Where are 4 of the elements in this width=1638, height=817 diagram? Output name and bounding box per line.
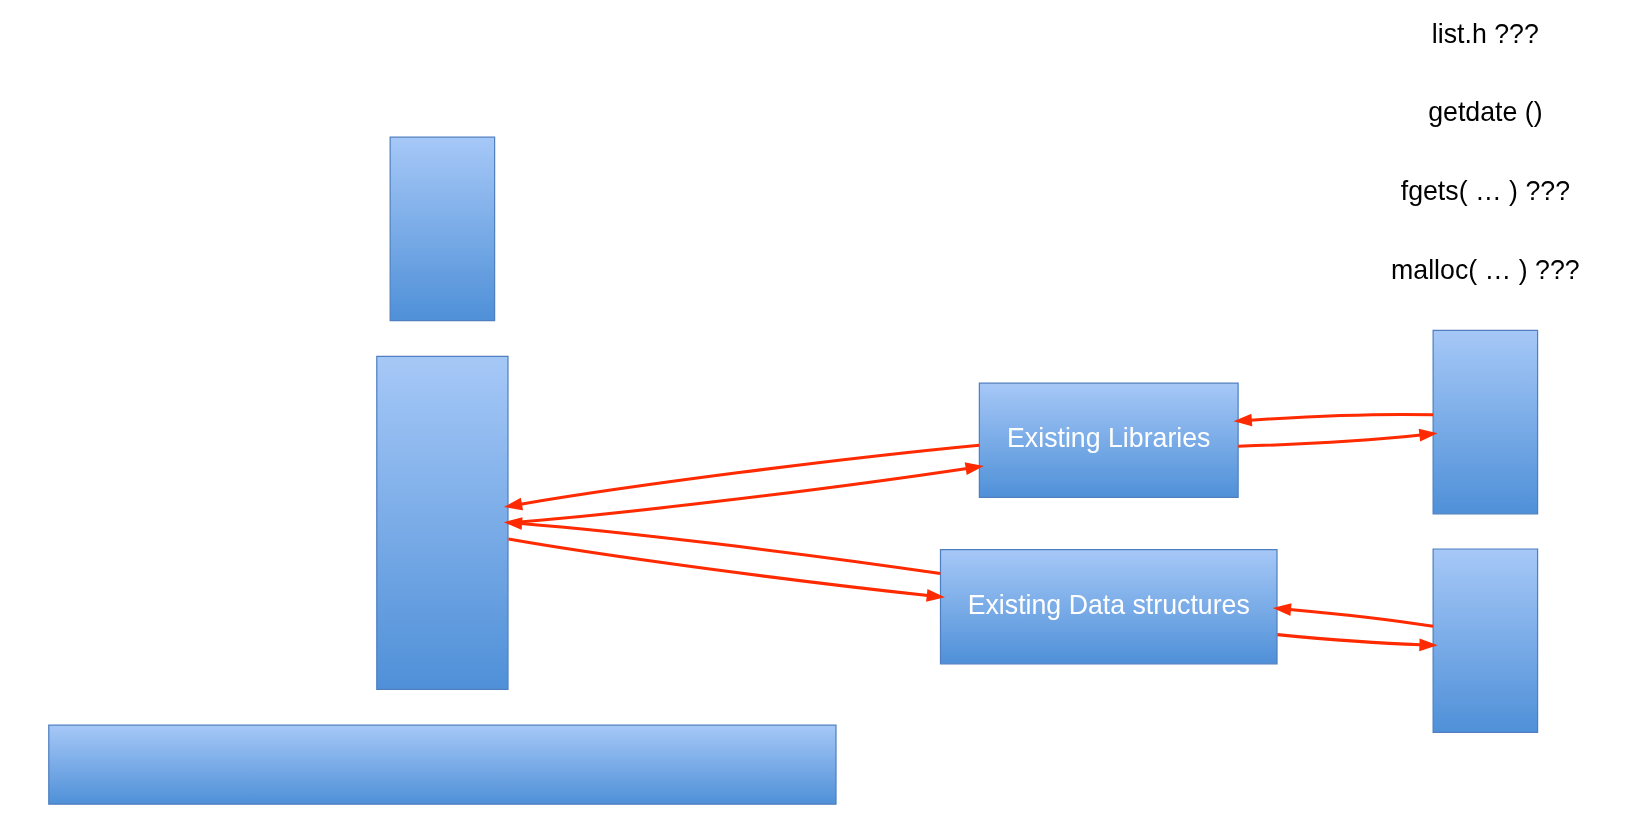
- label: list.h ???: [1431, 18, 1539, 49]
- label: malloc( … ) ???: [1391, 254, 1580, 285]
- label: getdate (): [1428, 97, 1543, 127]
- label: fgets( … ) ???: [1400, 175, 1571, 206]
